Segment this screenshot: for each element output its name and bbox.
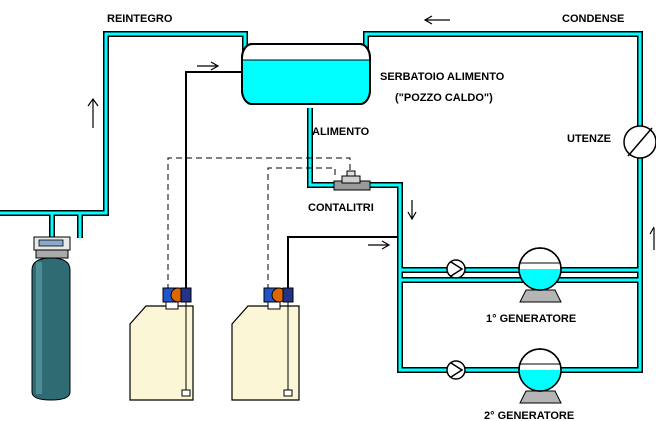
chemical-tank-1 — [129, 300, 194, 401]
label-alimento: ALIMENTO — [312, 126, 370, 138]
label-contalitri: CONTALITRI — [308, 202, 374, 214]
generator-2-pump-icon — [518, 348, 562, 404]
label-generatore-1: 1° GENERATORE — [486, 313, 576, 325]
label-generatore-2: 2° GENERATORE — [484, 410, 574, 421]
arrow-up-icon — [649, 226, 655, 250]
water-softener-icon — [31, 236, 71, 401]
feed-tank — [241, 43, 371, 105]
chemical-tank-2 — [231, 300, 300, 401]
generator-1-pump-icon — [518, 247, 562, 303]
check-valve-2-icon — [446, 360, 466, 380]
arrow-left-icon — [423, 15, 450, 25]
dosing-lines — [185, 71, 398, 290]
flow-arrows — [87, 15, 655, 250]
signal-lines — [167, 157, 351, 290]
arrow-down-icon — [407, 200, 417, 221]
arrow-up-icon — [87, 97, 99, 128]
check-valve-1-icon — [446, 259, 466, 279]
pipe-network — [0, 31, 643, 373]
arrow-right-icon — [197, 61, 220, 71]
water-meter-icon — [333, 170, 371, 191]
label-serbatoio: SERBATOIO ALIMENTO — [380, 71, 505, 83]
label-utenze: UTENZE — [567, 133, 611, 145]
dosing-pump-2-icon — [263, 287, 294, 303]
arrow-right-icon — [368, 240, 391, 250]
label-condense: CONDENSE — [562, 13, 624, 25]
label-reintegro: REINTEGRO — [107, 13, 173, 25]
gauge-icon — [623, 125, 656, 159]
label-pozzo-caldo: ("POZZO CALDO") — [395, 92, 493, 104]
dosing-pump-1-icon — [162, 287, 192, 303]
